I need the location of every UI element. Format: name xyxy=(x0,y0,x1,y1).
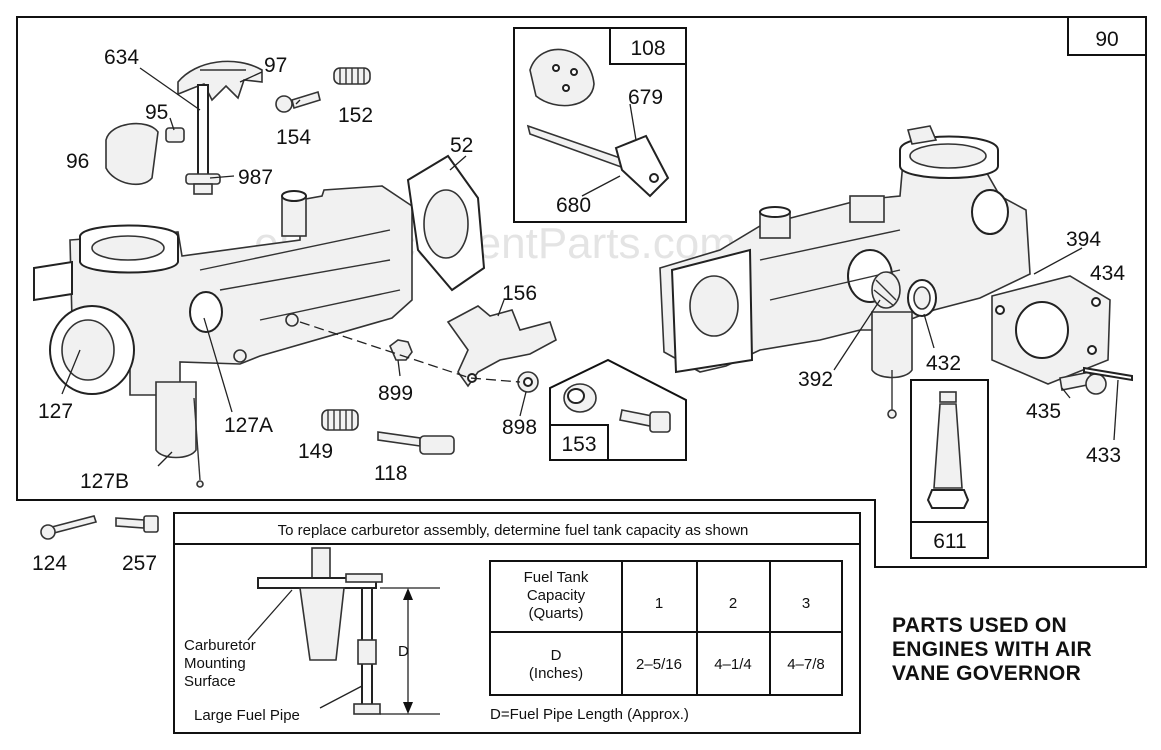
float-bowl-127B xyxy=(155,381,204,488)
o-ring-432 xyxy=(907,279,937,317)
label-634: 634 xyxy=(104,46,139,69)
throttle-lever-156 xyxy=(446,305,557,388)
governor-blade-97 xyxy=(177,60,263,102)
bushing-153 xyxy=(563,383,597,413)
pin-433 xyxy=(1083,366,1133,382)
fuel-pipe-611 xyxy=(926,391,970,509)
capacity-title: To replace carburetor assembly, determin… xyxy=(278,522,749,539)
label-152: 152 xyxy=(338,104,373,127)
throttle-plate-108 xyxy=(529,48,595,107)
inset-label-611: 611 xyxy=(933,530,966,553)
gasket-52 xyxy=(406,154,486,292)
label-257: 257 xyxy=(122,552,157,575)
note-line-3: VANE GOVERNOR xyxy=(892,662,1081,685)
table-cell-length-1: 2–5/16 xyxy=(636,656,682,673)
label-899: 899 xyxy=(378,382,413,405)
table-cell-length-3: 4–7/8 xyxy=(787,656,825,673)
needle-valve-118 xyxy=(377,431,455,455)
pipe-label: Large Fuel Pipe xyxy=(194,707,300,724)
screw-153 xyxy=(619,409,671,433)
label-987: 987 xyxy=(238,166,273,189)
table-header-capacity-2: Capacity xyxy=(527,587,586,604)
screw-124 xyxy=(40,515,98,540)
label-432: 432 xyxy=(926,352,961,375)
inset-label-box-108 xyxy=(609,27,687,65)
leader-lines xyxy=(61,67,1119,467)
carburetor-body xyxy=(33,185,413,396)
table-cell-length-2: 4–1/4 xyxy=(714,656,752,673)
governor-shaft-987 xyxy=(185,84,221,195)
label-898: 898 xyxy=(502,416,537,439)
spring-149 xyxy=(321,409,359,431)
note-line-1: PARTS USED ON xyxy=(892,614,1067,637)
inset-label-153: 153 xyxy=(561,433,596,456)
label-435: 435 xyxy=(1026,400,1061,423)
label-95: 95 xyxy=(145,101,168,124)
spring-152 xyxy=(333,67,371,85)
label-433: 433 xyxy=(1086,444,1121,467)
table-header-length-1: D xyxy=(551,647,562,664)
table-cell-capacity-2: 2 xyxy=(729,595,737,612)
table-header-length-2: (Inches) xyxy=(529,665,583,682)
plate-96 xyxy=(105,122,159,186)
capacity-box: To replace carburetor assembly, determin… xyxy=(173,512,861,734)
dim-label-d: D xyxy=(398,643,409,660)
table-header-capacity-3: (Quarts) xyxy=(528,605,583,622)
label-127A: 127A xyxy=(224,414,273,437)
inset-label-108: 108 xyxy=(630,37,665,60)
fuel-pipe-illustration xyxy=(247,547,440,715)
label-52: 52 xyxy=(450,134,473,157)
table-cell-capacity-1: 1 xyxy=(655,595,663,612)
float-bowl-right xyxy=(871,311,913,419)
label-127B: 127B xyxy=(80,470,129,493)
inset-box-108 xyxy=(513,27,687,223)
capacity-table xyxy=(489,560,843,696)
mounting-label-2: Mounting xyxy=(184,655,246,672)
carburetor-body-right xyxy=(659,125,1031,374)
note-line-2: ENGINES WITH AIR xyxy=(892,638,1092,661)
mounting-label-1: Carburetor xyxy=(184,637,256,654)
label-118: 118 xyxy=(374,462,407,485)
label-127: 127 xyxy=(38,400,73,423)
nut-899 xyxy=(389,339,413,361)
washer-898 xyxy=(517,371,539,393)
screw-154 xyxy=(275,90,321,113)
label-392: 392 xyxy=(798,368,833,391)
label-679: 679 xyxy=(628,86,663,109)
label-149: 149 xyxy=(298,440,333,463)
label-154: 154 xyxy=(276,126,311,149)
axis-line-throttle xyxy=(299,321,521,383)
label-156: 156 xyxy=(502,282,537,305)
frame-label: 90 xyxy=(1095,28,1118,51)
label-124: 124 xyxy=(32,552,67,575)
label-96: 96 xyxy=(66,150,89,173)
screw-257 xyxy=(115,515,159,533)
table-cell-capacity-3: 3 xyxy=(802,595,810,612)
inset-label-box-611 xyxy=(910,521,989,559)
label-680: 680 xyxy=(556,194,591,217)
mounting-label-3: Surface xyxy=(184,673,236,690)
screw-95 xyxy=(165,127,185,143)
label-97: 97 xyxy=(264,54,287,77)
table-header-capacity-1: Fuel Tank xyxy=(524,569,589,586)
label-434: 434 xyxy=(1090,262,1125,285)
spring-392 xyxy=(871,271,901,309)
inset-label-box-153 xyxy=(549,424,609,461)
capacity-footnote: D=Fuel Pipe Length (Approx.) xyxy=(490,706,689,723)
cover-434 xyxy=(991,275,1111,385)
throttle-shaft-680 xyxy=(526,124,670,198)
frame-label-box xyxy=(1067,16,1147,56)
label-394: 394 xyxy=(1066,228,1101,251)
